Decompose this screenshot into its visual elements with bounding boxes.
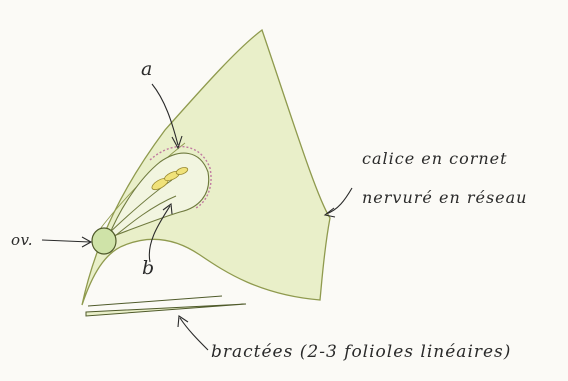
- arrow-calyx: [326, 188, 352, 214]
- arrow-ovary: [42, 240, 90, 242]
- label-calyx-line1: calice en cornet: [362, 151, 508, 167]
- arrow-bracts: [180, 318, 208, 350]
- bract-2: [88, 296, 222, 306]
- ovary-shape: [92, 228, 116, 254]
- label-bracts: bractées (2-3 folioles linéaires): [211, 344, 511, 361]
- label-ovary: ov.: [11, 233, 33, 248]
- label-a: a: [141, 60, 153, 79]
- label-b: b: [142, 259, 155, 278]
- label-calyx-line2: nervuré en réseau: [362, 190, 527, 206]
- bract-1: [86, 304, 246, 316]
